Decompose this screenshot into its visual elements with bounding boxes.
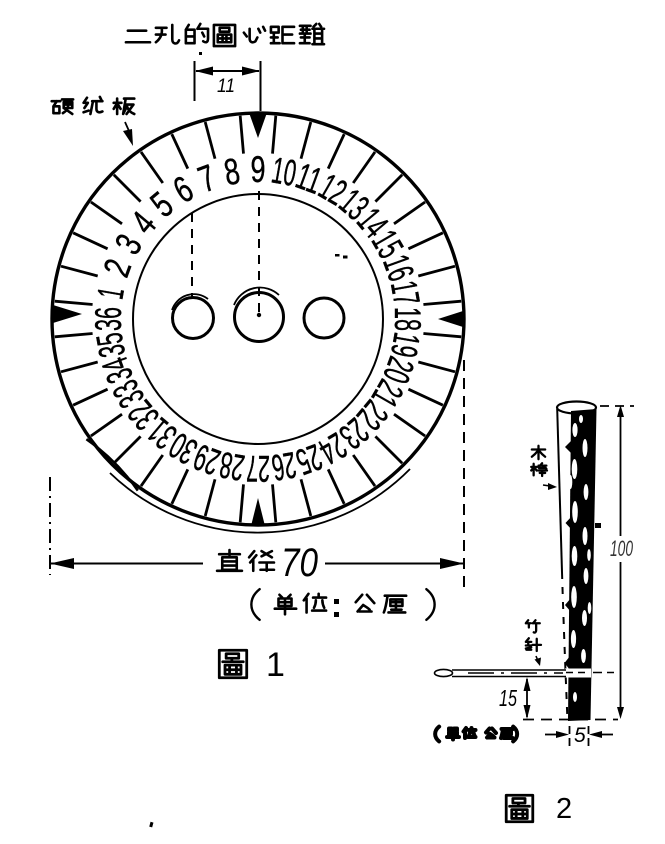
svg-text:5: 5 [574,724,586,747]
svg-text:18: 18 [387,307,428,331]
svg-text:27: 27 [246,448,270,489]
svg-text:1: 1 [266,646,285,684]
svg-text:36: 36 [88,307,129,331]
svg-text:10: 10 [269,150,300,195]
svg-text:15: 15 [499,685,517,711]
svg-text:100: 100 [610,536,633,561]
svg-text:8: 8 [221,150,243,193]
svg-text:35: 35 [89,330,134,361]
svg-text:9: 9 [251,149,266,190]
svg-text:2: 2 [556,793,572,825]
svg-text:11: 11 [217,76,235,97]
svg-text:28: 28 [217,444,248,489]
svg-text:70: 70 [281,541,318,585]
